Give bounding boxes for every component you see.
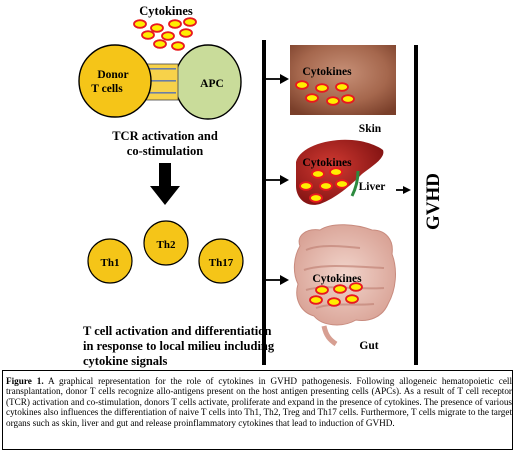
- cytokine-dot: [341, 94, 355, 104]
- cytokine-dot: [141, 30, 155, 40]
- diagram-canvas: Cytokines APC Donor T cells TCR activati…: [78, 4, 444, 368]
- cytokine-dot: [133, 19, 147, 29]
- cytokine-dot: [161, 31, 175, 41]
- th1-cell: [87, 238, 133, 284]
- migration-divider: [262, 40, 266, 365]
- cytokine-dot: [295, 80, 309, 90]
- th1-label: Th1: [101, 257, 120, 269]
- cytokine-dot: [171, 41, 185, 51]
- cytokine-dot: [309, 193, 323, 203]
- cytokine-dot: [349, 282, 363, 292]
- skin-image: [290, 45, 396, 115]
- cytokine-dot: [335, 82, 349, 92]
- cytokine-dot: [183, 17, 197, 27]
- gut-label: Gut: [359, 340, 378, 352]
- cytokine-dot: [309, 295, 323, 305]
- tcr-label-line2: co-stimulation: [127, 144, 203, 158]
- th17-cell: [198, 238, 244, 284]
- right-arrow-icon: [266, 74, 289, 84]
- th2-cell: [143, 220, 189, 266]
- cytokine-cluster-top: [133, 17, 197, 51]
- right-arrow-icon: [266, 175, 289, 185]
- donor-t-cells-label-line2: T cells: [91, 83, 123, 95]
- cytokine-dot: [327, 297, 341, 307]
- cytokine-dot: [329, 167, 343, 177]
- cytokine-dot: [345, 294, 359, 304]
- cytokine-dot: [299, 181, 313, 191]
- down-arrow-icon: [150, 163, 180, 205]
- cytokine-dot: [315, 83, 329, 93]
- cytokine-dot: [150, 23, 164, 33]
- gvhd-label: GVHD: [423, 173, 444, 230]
- response-label-line1: T cell activation and differentiation: [83, 324, 271, 338]
- cytokine-dot: [305, 93, 319, 103]
- caption-label: Figure 1.: [6, 376, 44, 386]
- tcr-label-line1: TCR activation and: [112, 129, 218, 143]
- cytokine-dot: [311, 169, 325, 179]
- cytokine-dot: [335, 179, 349, 189]
- cytokine-dot: [179, 28, 193, 38]
- cytokine-dot: [153, 39, 167, 49]
- cytokine-dot: [319, 181, 333, 191]
- skin-cytokines-label: Cytokines: [302, 66, 352, 78]
- response-label-line3: cytokine signals: [83, 354, 168, 368]
- liver-label: Liver: [359, 181, 386, 193]
- gut-cytokines-label: Cytokines: [312, 273, 362, 285]
- apc-label: APC: [200, 78, 224, 90]
- cytokines-top-label: Cytokines: [139, 4, 193, 18]
- donor-t-cells-label-line1: Donor: [97, 69, 128, 81]
- skin-label: Skin: [359, 123, 382, 135]
- cytokine-cluster-liver: [299, 167, 349, 203]
- right-arrow-icon: [266, 275, 289, 285]
- cytokine-dot: [168, 19, 182, 29]
- cytokine-dot: [326, 96, 340, 106]
- caption-text: A graphical representation for the role …: [6, 376, 512, 428]
- figure-caption: Figure 1. A graphical representation for…: [6, 376, 512, 428]
- right-arrow-icon: [396, 186, 411, 194]
- liver-cytokines-label: Cytokines: [302, 157, 352, 169]
- cytokine-dot: [315, 285, 329, 295]
- gvhd-bracket-line: [414, 45, 418, 365]
- cytokine-cluster-skin: [295, 80, 355, 106]
- cytokine-cluster-gut: [309, 282, 363, 307]
- cytokine-dot: [333, 284, 347, 294]
- th17-label: Th17: [209, 257, 234, 269]
- th2-label: Th2: [157, 239, 176, 251]
- donor-t-cell: [78, 44, 152, 118]
- response-label-line2: in response to local milieu including: [83, 339, 275, 353]
- caption-frame: [2, 370, 513, 450]
